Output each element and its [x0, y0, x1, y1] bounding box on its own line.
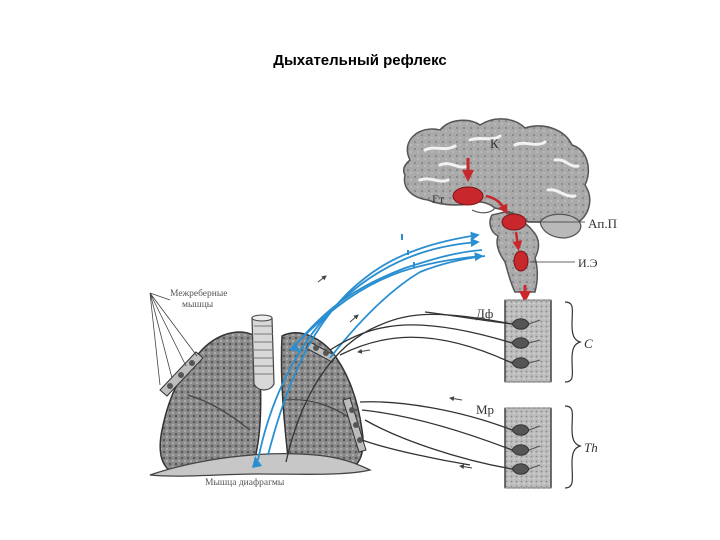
label-apneustic: Ап.П [588, 216, 617, 231]
neuron-c2 [511, 337, 530, 349]
label-intercostal-2: мышцы [182, 300, 214, 310]
label-thoracic: Th [584, 440, 598, 455]
efferent-nerves [285, 311, 513, 470]
neuron-th1 [511, 424, 530, 436]
intercostal-muscle-left [159, 351, 204, 397]
cerebellum [539, 213, 582, 239]
intercostal-muscle-right-top [305, 341, 337, 363]
brainstem [489, 211, 540, 293]
label-intercostal-1: Межреберные [170, 288, 227, 299]
afferent-nerves [257, 231, 486, 461]
label-cervical: C [584, 336, 593, 351]
intercostal-leaders [149, 292, 198, 386]
neuron-th3 [511, 463, 530, 475]
label-diaphragm-center: Дф [476, 306, 493, 321]
label-diaphragm-muscle: Мышца диафрагмы [205, 477, 285, 488]
lungs [149, 314, 372, 477]
brain [402, 118, 591, 293]
label-expiratory: И.Э [578, 256, 598, 270]
brace-cervical [564, 301, 582, 383]
expiratory-center [513, 250, 529, 272]
left-lung [280, 332, 364, 470]
label-hypothalamus: Гт [432, 192, 445, 206]
arrow-apneustic-expiratory [512, 231, 523, 251]
neuron-th2 [511, 444, 530, 456]
hypothalamus-center [452, 186, 484, 206]
trachea [251, 317, 275, 391]
diagram-title: Дыхательный рефлекс [273, 52, 447, 69]
neuron-c1 [511, 318, 530, 330]
arrow-hypo-apneustic [485, 194, 508, 215]
right-lung [159, 331, 262, 474]
afferent-arrowhead-2 [252, 456, 262, 468]
spinal-cord-cervical [504, 299, 552, 383]
apneustic-center [501, 213, 527, 231]
afferent-arrowhead [290, 342, 300, 352]
intercostal-muscle-right-bottom [342, 397, 367, 453]
neuron-c3 [511, 357, 530, 369]
brace-thoracic [564, 405, 582, 489]
cerebrum [402, 118, 591, 226]
label-cortex: К [490, 136, 499, 151]
label-motor-neurons: Мр [476, 402, 494, 417]
spinal-cord-thoracic [504, 407, 552, 489]
